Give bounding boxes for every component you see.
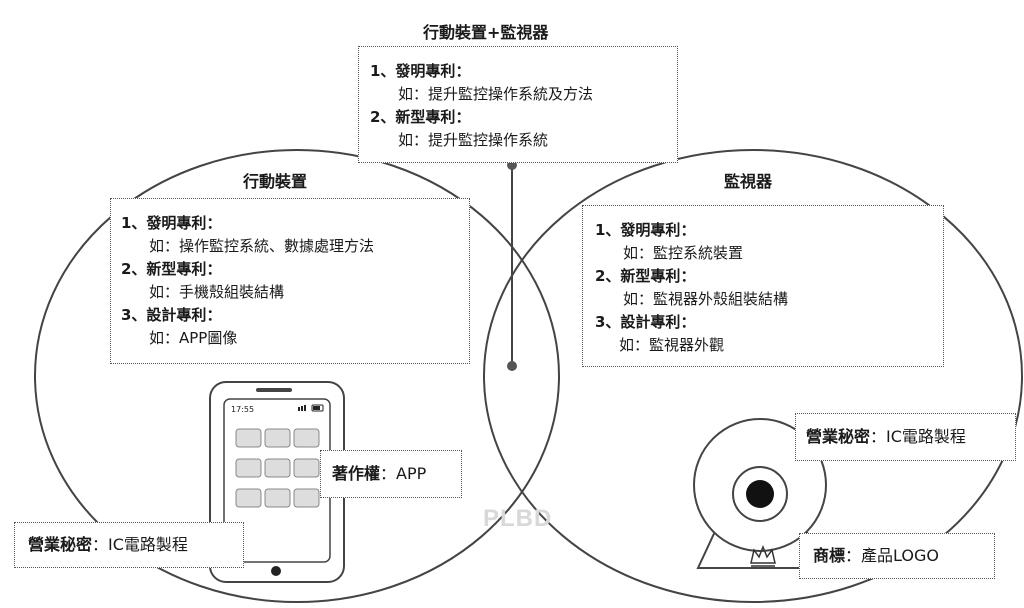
- left-trade-secret-key: 營業秘密: [28, 535, 93, 554]
- left-item-3: 3、設計專利： 如：APP圖像: [121, 304, 469, 350]
- top-item-1: 1、發明專利： 如：提升監控操作系統及方法: [370, 60, 677, 106]
- left-item-1-head: 1、發明專利：: [121, 214, 222, 232]
- right-item-3-head: 3、設計專利：: [595, 313, 696, 331]
- crown-logo-icon: [750, 544, 776, 567]
- right-item-3: 3、設計專利： 如：監視器外觀: [595, 311, 943, 357]
- copyright-key: 著作權: [332, 464, 381, 483]
- right-trade-secret-label: 營業秘密：IC電路製程: [806, 427, 966, 447]
- right-item-1-example: 如：監控系統裝置: [623, 244, 744, 262]
- right-item-3-example: 如：監視器外觀: [619, 336, 725, 354]
- top-item-2-head: 2、新型專利：: [370, 108, 471, 126]
- top-title: 行動裝置+監視器: [423, 23, 549, 42]
- top-item-2-example: 如：提升監控操作系統: [398, 131, 549, 149]
- top-item-2: 2、新型專利： 如：提升監控操作系統: [370, 106, 677, 152]
- right-patent-box: 1、發明專利： 如：監控系統裝置 2、新型專利： 如：監視器外殼組裝結構 3、設…: [582, 205, 944, 367]
- trademark-box: 商標：產品LOGO: [799, 533, 995, 579]
- copyright-value: APP: [396, 464, 427, 483]
- left-trade-secret-sep: ：: [92, 535, 109, 554]
- left-item-2-head: 2、新型專利：: [121, 260, 222, 278]
- trademark-value: 產品LOGO: [861, 546, 939, 565]
- copyright-box: 著作權：APP: [320, 450, 462, 498]
- left-item-2-example: 如：手機殼組裝結構: [149, 283, 285, 301]
- connector-dot-bottom: [507, 361, 517, 371]
- trademark-label: 商標：產品LOGO: [813, 546, 939, 566]
- right-item-2: 2、新型專利： 如：監視器外殼組裝結構: [595, 265, 943, 311]
- left-item-1: 1、發明專利： 如：操作監控系統、數據處理方法: [121, 212, 469, 258]
- trademark-sep: ：: [845, 546, 862, 565]
- left-trade-secret-box: 營業秘密：IC電路製程: [14, 522, 244, 568]
- phone-icon: 17:55: [209, 381, 345, 583]
- top-item-1-head: 1、發明專利：: [370, 62, 471, 80]
- right-item-1-head: 1、發明專利：: [595, 221, 696, 239]
- left-item-3-head: 3、設計專利：: [121, 306, 222, 324]
- right-circle: [483, 149, 1023, 603]
- right-trade-secret-box: 營業秘密：IC電路製程: [795, 413, 1016, 461]
- right-trade-secret-sep: ：: [870, 427, 887, 446]
- top-patent-box: 1、發明專利： 如：提升監控操作系統及方法 2、新型專利： 如：提升監控操作系統: [358, 46, 678, 163]
- right-item-1: 1、發明專利： 如：監控系統裝置: [595, 219, 943, 265]
- right-trade-secret-value: IC電路製程: [886, 427, 966, 446]
- trademark-key: 商標: [813, 546, 846, 565]
- right-item-2-example: 如：監視器外殼組裝結構: [623, 290, 789, 308]
- watermark: PLBD: [483, 505, 553, 532]
- left-patent-box: 1、發明專利： 如：操作監控系統、數據處理方法 2、新型專利： 如：手機殼組裝結…: [110, 198, 470, 364]
- camera-icon: [693, 418, 827, 569]
- copyright-label: 著作權：APP: [332, 464, 426, 484]
- top-item-1-example: 如：提升監控操作系統及方法: [398, 85, 594, 103]
- copyright-sep: ：: [380, 464, 397, 483]
- phone-status-time: 17:55: [231, 405, 254, 414]
- right-trade-secret-key: 營業秘密: [806, 427, 871, 446]
- left-trade-secret-value: IC電路製程: [108, 535, 188, 554]
- left-item-2: 2、新型專利： 如：手機殼組裝結構: [121, 258, 469, 304]
- right-title: 監視器: [724, 172, 773, 191]
- left-circle: [34, 149, 560, 603]
- left-title: 行動裝置: [243, 172, 308, 191]
- left-trade-secret-label: 營業秘密：IC電路製程: [28, 535, 188, 555]
- right-item-2-head: 2、新型專利：: [595, 267, 696, 285]
- left-item-3-example: 如：APP圖像: [149, 329, 238, 347]
- left-item-1-example: 如：操作監控系統、數據處理方法: [149, 237, 375, 255]
